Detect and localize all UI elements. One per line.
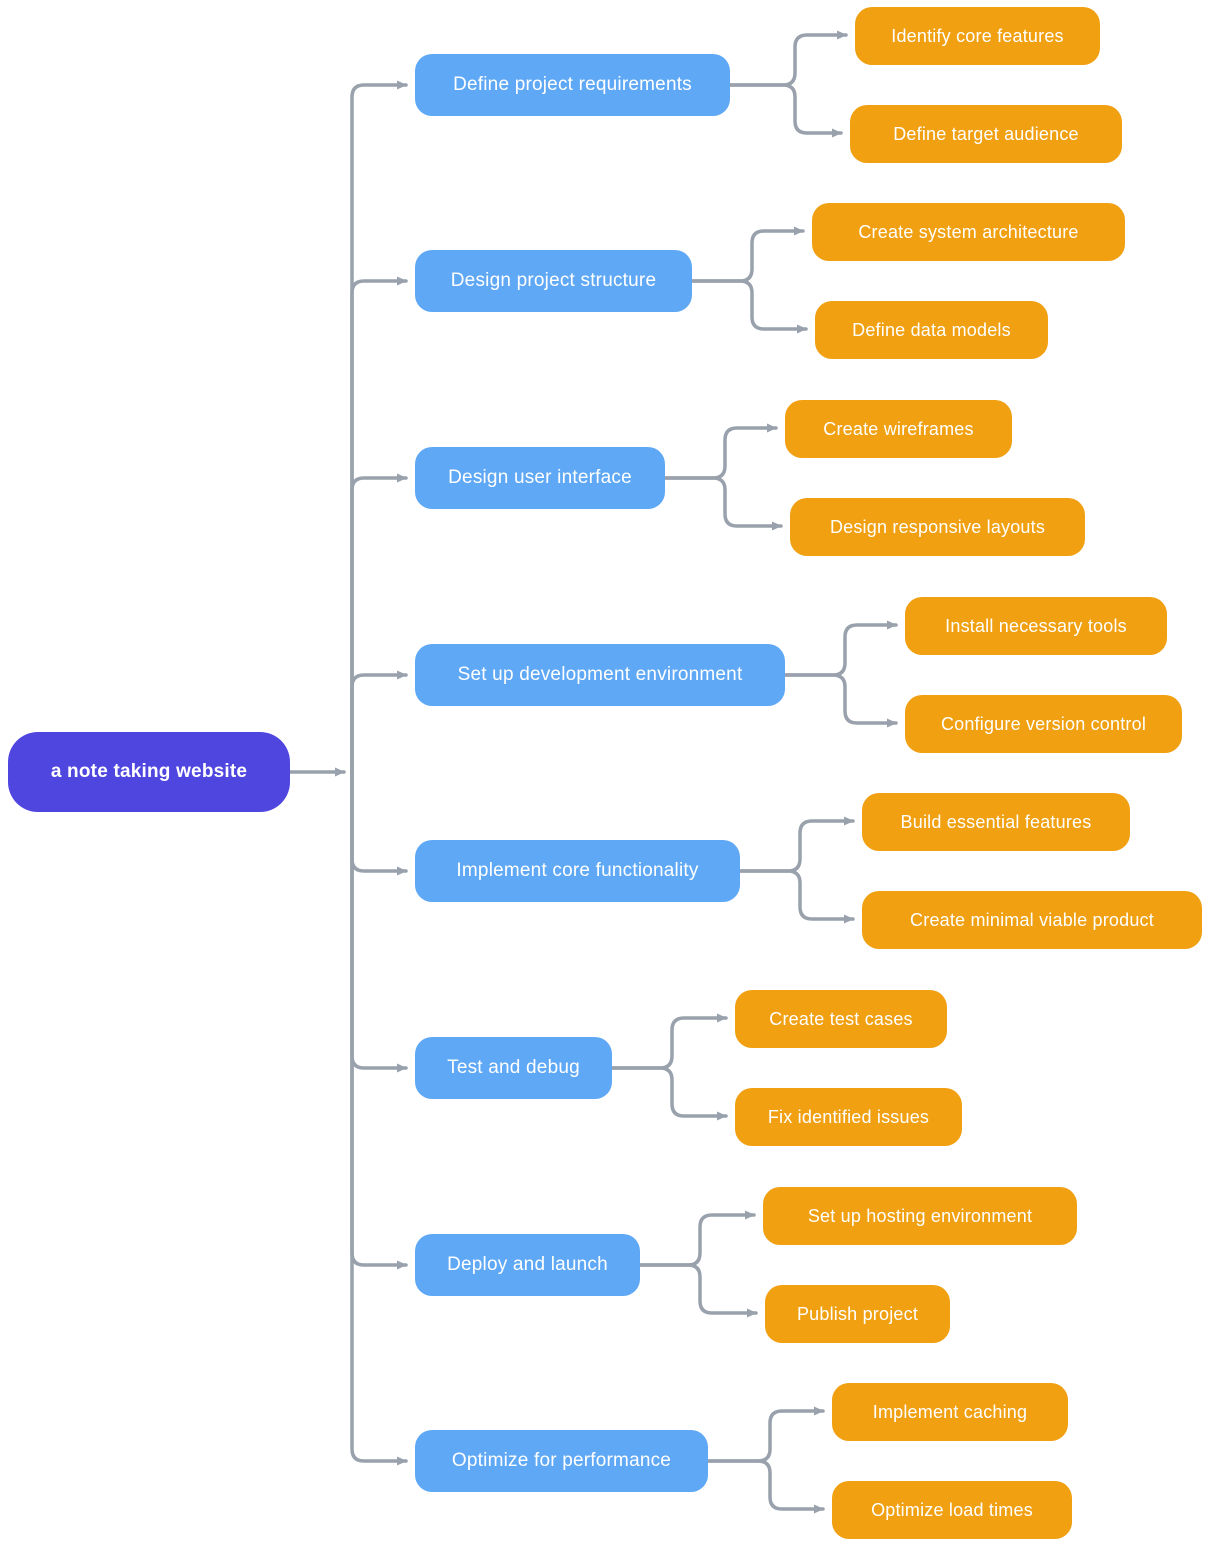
connector-branch-8	[350, 770, 408, 1466]
connector-leaf-5a	[738, 816, 855, 873]
leaf-set-up-hosting-environment[interactable]: Set up hosting environment	[763, 1187, 1077, 1245]
branch-deploy-and-launch[interactable]: Deploy and launch	[415, 1234, 640, 1296]
leaf-optimize-load-times[interactable]: Optimize load times	[832, 1481, 1072, 1539]
connector-branch-4	[350, 670, 408, 774]
connector-branch-1	[350, 80, 408, 774]
connector-leaf-3b	[663, 476, 783, 531]
connector-branch-5	[350, 770, 408, 876]
connector-leaf-8a	[706, 1406, 825, 1463]
connector-branch-2	[350, 276, 408, 774]
connector-leaf-7a	[638, 1210, 756, 1267]
connector-leaf-2b	[690, 279, 808, 334]
connector-branch-7	[350, 770, 408, 1270]
branch-design-project-structure[interactable]: Design project structure	[415, 250, 692, 312]
connector-leaf-6b	[610, 1066, 728, 1121]
branch-define-project-requirements[interactable]: Define project requirements	[415, 54, 730, 116]
branch-implement-core-functionality[interactable]: Implement core functionality	[415, 840, 740, 902]
connector-leaf-4a	[783, 620, 898, 677]
leaf-create-minimal-viable-product[interactable]: Create minimal viable product	[862, 891, 1202, 949]
leaf-publish-project[interactable]: Publish project	[765, 1285, 950, 1343]
connector-leaf-5b	[738, 869, 855, 924]
leaf-configure-version-control[interactable]: Configure version control	[905, 695, 1182, 753]
leaf-create-system-architecture[interactable]: Create system architecture	[812, 203, 1125, 261]
branch-set-up-development-environment[interactable]: Set up development environment	[415, 644, 785, 706]
leaf-identify-core-features[interactable]: Identify core features	[855, 7, 1100, 65]
leaf-create-test-cases[interactable]: Create test cases	[735, 990, 947, 1048]
root-node[interactable]: a note taking website	[8, 732, 290, 812]
connector-leaf-6a	[610, 1013, 728, 1070]
leaf-fix-identified-issues[interactable]: Fix identified issues	[735, 1088, 962, 1146]
connector-leaf-8b	[706, 1459, 825, 1514]
leaf-implement-caching[interactable]: Implement caching	[832, 1383, 1068, 1441]
leaf-define-data-models[interactable]: Define data models	[815, 301, 1048, 359]
connector-branch-3	[350, 473, 408, 774]
leaf-build-essential-features[interactable]: Build essential features	[862, 793, 1130, 851]
connector-leaf-4b	[783, 673, 898, 728]
leaf-define-target-audience[interactable]: Define target audience	[850, 105, 1122, 163]
branch-test-and-debug[interactable]: Test and debug	[415, 1037, 612, 1099]
leaf-design-responsive-layouts[interactable]: Design responsive layouts	[790, 498, 1085, 556]
connector-leaf-1a	[728, 30, 848, 87]
connector-branch-6	[350, 770, 408, 1073]
connector-leaf-7b	[638, 1263, 758, 1318]
leaf-create-wireframes[interactable]: Create wireframes	[785, 400, 1012, 458]
leaf-install-necessary-tools[interactable]: Install necessary tools	[905, 597, 1167, 655]
branch-design-user-interface[interactable]: Design user interface	[415, 447, 665, 509]
connector-leaf-3a	[663, 423, 778, 480]
connector-leaf-2a	[690, 226, 805, 283]
connector-leaf-1b	[728, 83, 843, 138]
branch-optimize-for-performance[interactable]: Optimize for performance	[415, 1430, 708, 1492]
